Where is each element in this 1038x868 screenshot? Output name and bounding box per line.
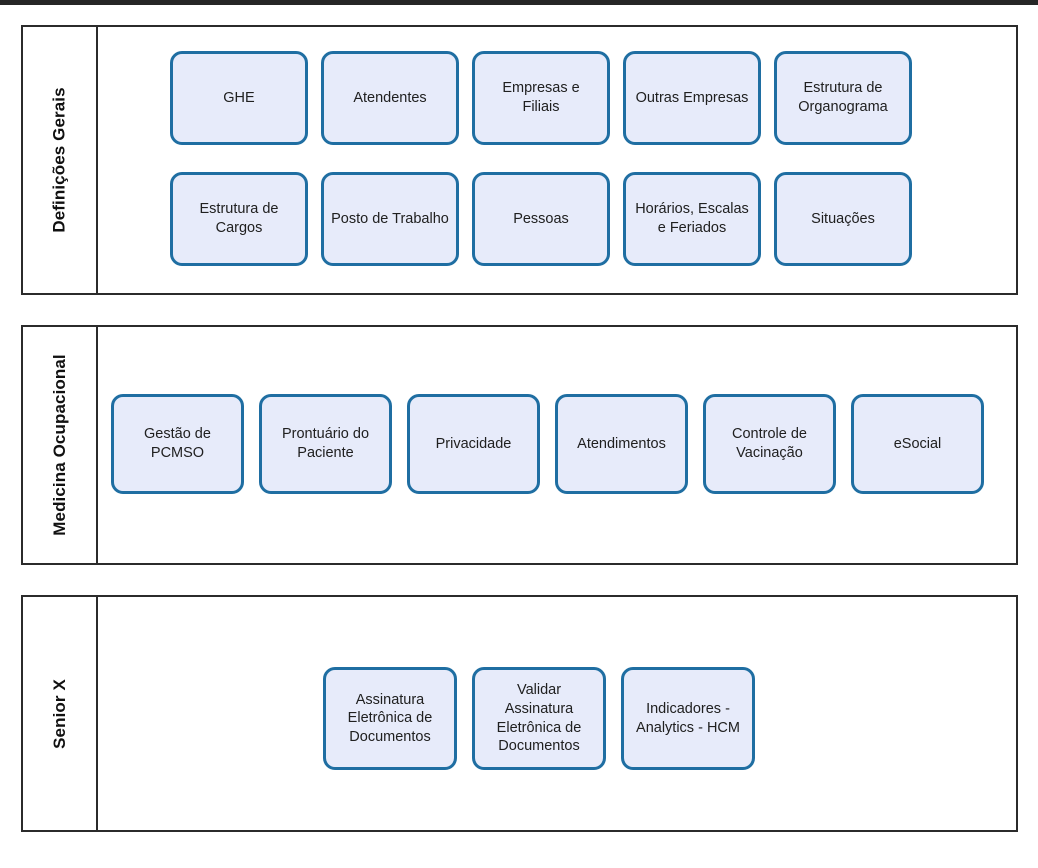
card-atendimentos[interactable]: Atendimentos (555, 394, 688, 494)
top-cropped-bar (0, 0, 1038, 5)
card-atendentes[interactable]: Atendentes (321, 51, 459, 145)
section-senior-x: Senior X Assinatura Eletrônica de Docume… (21, 595, 1018, 832)
card-estrutura-de-cargos[interactable]: Estrutura de Cargos (170, 172, 308, 266)
card-prontuario-do-paciente[interactable]: Prontuário do Paciente (259, 394, 392, 494)
card-privacidade[interactable]: Privacidade (407, 394, 540, 494)
card-outras-empresas[interactable]: Outras Empresas (623, 51, 761, 145)
card-row: Assinatura Eletrônica de Documentos Vali… (323, 667, 755, 770)
section-label-column-medicina-ocupacional: Medicina Ocupacional (23, 327, 98, 563)
section-body-definicoes-gerais: GHE Atendentes Empresas e Filiais Outras… (98, 27, 1016, 293)
card-controle-de-vacinacao[interactable]: Controle de Vacinação (703, 394, 836, 494)
card-row: GHE Atendentes Empresas e Filiais Outras… (170, 51, 912, 145)
card-esocial[interactable]: eSocial (851, 394, 984, 494)
section-label-column-definicoes-gerais: Definições Gerais (23, 27, 98, 293)
section-label-medicina-ocupacional: Medicina Ocupacional (49, 354, 69, 536)
section-body-medicina-ocupacional: Gestão de PCMSO Prontuário do Paciente P… (98, 327, 1016, 563)
section-body-senior-x: Assinatura Eletrônica de Documentos Vali… (98, 597, 1016, 830)
card-horarios-escalas-e-feriados[interactable]: Horários, Escalas e Feriados (623, 172, 761, 266)
section-label-definicoes-gerais: Definições Gerais (49, 87, 69, 233)
card-estrutura-de-organograma[interactable]: Estrutura de Organograma (774, 51, 912, 145)
section-medicina-ocupacional: Medicina Ocupacional Gestão de PCMSO Pro… (21, 325, 1018, 565)
card-pessoas[interactable]: Pessoas (472, 172, 610, 266)
card-row: Gestão de PCMSO Prontuário do Paciente P… (111, 394, 984, 494)
section-label-senior-x: Senior X (49, 678, 69, 749)
card-assinatura-eletronica-de-documentos[interactable]: Assinatura Eletrônica de Documentos (323, 667, 457, 770)
section-label-column-senior-x: Senior X (23, 597, 98, 830)
section-definicoes-gerais: Definições Gerais GHE Atendentes Empresa… (21, 25, 1018, 295)
card-situacoes[interactable]: Situações (774, 172, 912, 266)
card-gestao-de-pcmso[interactable]: Gestão de PCMSO (111, 394, 244, 494)
card-empresas-e-filiais[interactable]: Empresas e Filiais (472, 51, 610, 145)
card-row: Estrutura de Cargos Posto de Trabalho Pe… (170, 172, 912, 266)
card-validar-assinatura-eletronica-de-documentos[interactable]: Validar Assinatura Eletrônica de Documen… (472, 667, 606, 770)
card-ghe[interactable]: GHE (170, 51, 308, 145)
card-indicadores-analytics-hcm[interactable]: Indicadores - Analytics - HCM (621, 667, 755, 770)
card-posto-de-trabalho[interactable]: Posto de Trabalho (321, 172, 459, 266)
